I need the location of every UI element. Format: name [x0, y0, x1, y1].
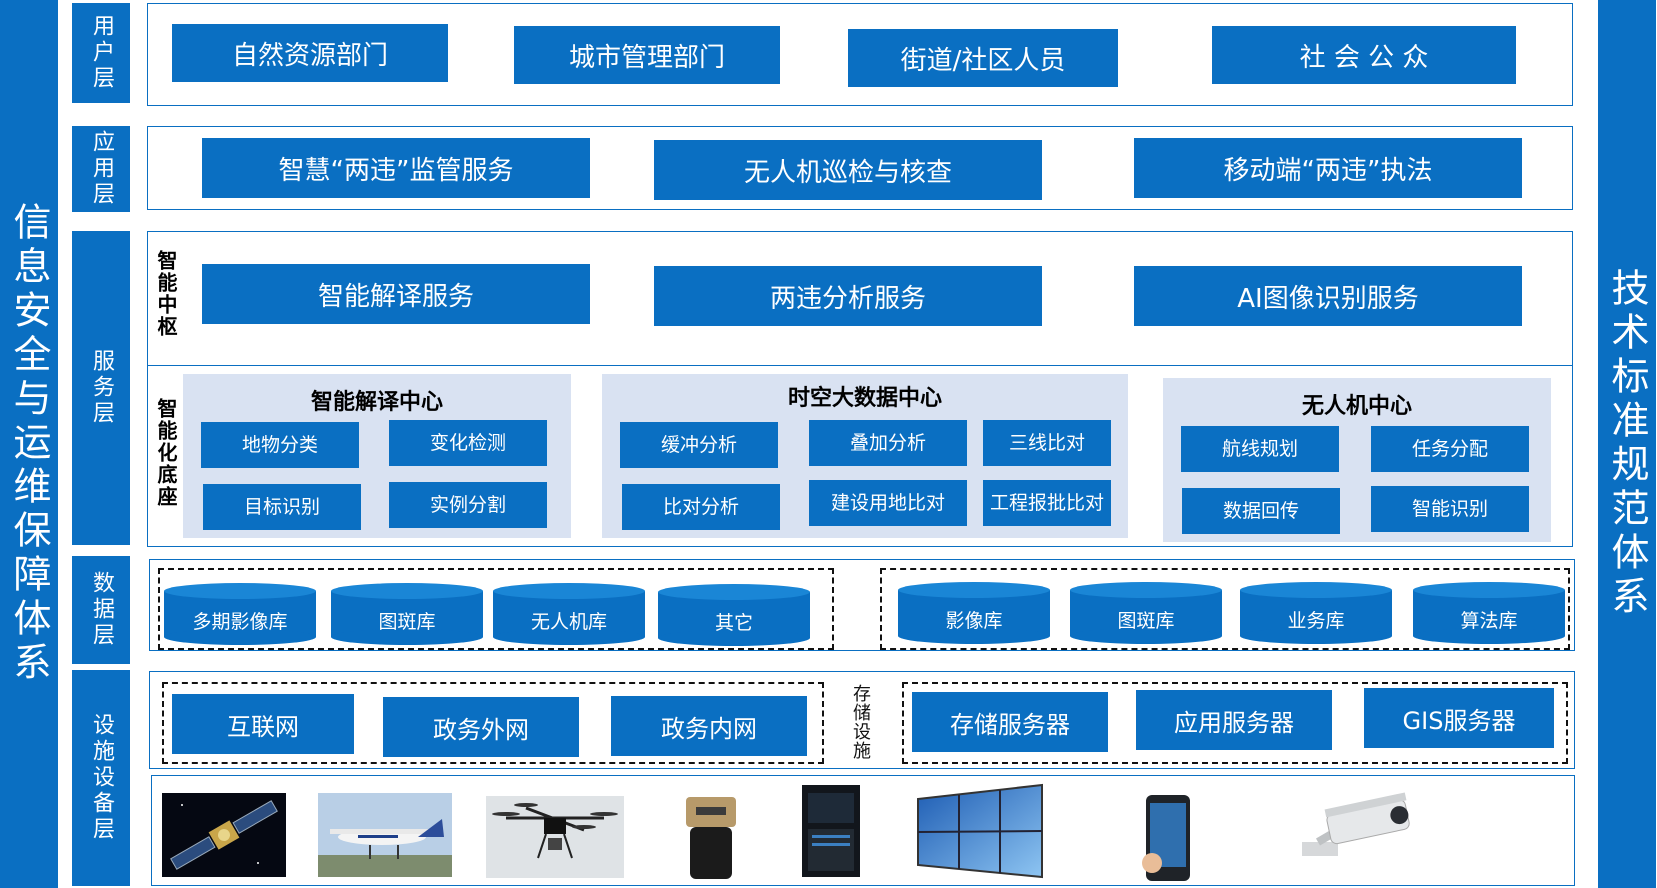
- layer-app-text: 应用层: [89, 130, 114, 208]
- center2-item: 叠加分析: [809, 420, 967, 466]
- database-label: 图斑库: [1117, 610, 1175, 632]
- drone-icon: [486, 796, 624, 878]
- data-layer-panel: 多期影像库 图斑库 无人机库 其它 影像库 图斑库 业务库 算法库: [149, 559, 1575, 651]
- layer-label-data: 数据层: [72, 556, 130, 664]
- database-label: 算法库: [1460, 610, 1518, 632]
- infra-network-panel: 互联网 政务外网 政务内网 存储服务器 应用服务器 GIS服务器: [149, 671, 1575, 769]
- database-cylinder: 图斑库: [331, 583, 483, 645]
- security-ops-label: 信息安全与运维保障体系: [7, 202, 51, 686]
- network-group: [162, 682, 824, 764]
- storage-facility-label: 存储设施: [850, 684, 871, 760]
- storage-device-icon: [800, 783, 862, 879]
- server-group: [902, 682, 1568, 764]
- interpretation-center-title: 智能解译中心: [310, 390, 443, 415]
- hub-violation-analysis: 两违分析服务: [654, 266, 1042, 326]
- app-drone-inspection: 无人机巡检与核查: [654, 140, 1042, 200]
- service-layer-panel: 智能中枢 智能解译服务 两违分析服务 AI图像识别服务 智能化底座 智能解译中心…: [147, 231, 1573, 547]
- video-wall-icon: [914, 783, 1046, 879]
- drone-center-title: 无人机中心: [1301, 394, 1412, 419]
- database-label: 业务库: [1287, 610, 1345, 632]
- center2-item: 比对分析: [622, 484, 780, 530]
- security-ops-bar: 信息安全与运维保障体系: [0, 0, 58, 888]
- interpretation-center: 智能解译中心 地物分类 变化检测 目标识别 实例分割: [183, 374, 571, 538]
- database-cylinder: 算法库: [1413, 582, 1565, 644]
- database-label: 影像库: [945, 610, 1003, 632]
- user-urban-management: 城市管理部门: [514, 26, 780, 84]
- database-label: 其它: [714, 612, 753, 634]
- drone-center: 无人机中心 航线规划 任务分配 数据回传 智能识别: [1163, 378, 1551, 542]
- database-cylinder: 影像库: [898, 582, 1050, 644]
- layer-user-text: 用户层: [89, 14, 114, 92]
- tech-standard-bar: 技术标准规范体系: [1598, 0, 1656, 888]
- hub-label: 智能中枢: [154, 250, 178, 338]
- network-gov-external: 政务外网: [383, 697, 579, 757]
- center1-item: 变化检测: [389, 420, 547, 466]
- layer-data-text: 数据层: [89, 571, 114, 649]
- center3-item: 智能识别: [1371, 486, 1529, 532]
- satellite-icon: [162, 793, 286, 877]
- app-mobile-enforcement: 移动端“两违”执法: [1134, 138, 1522, 198]
- server-gis: GIS服务器: [1364, 688, 1554, 748]
- app-layer-panel: 智慧“两违”监管服务 无人机巡检与核查 移动端“两违”执法: [147, 126, 1573, 210]
- database-label: 无人机库: [530, 611, 607, 633]
- database-cylinder: 图斑库: [1070, 582, 1222, 644]
- center2-item: 工程报批比对: [983, 480, 1111, 526]
- center2-item: 建设用地比对: [809, 480, 967, 526]
- database-label: 图斑库: [378, 611, 436, 633]
- user-public: 社 会 公 众: [1212, 26, 1516, 84]
- spatiotemporal-center: 时空大数据中心 缓冲分析 叠加分析 三线比对 比对分析 建设用地比对 工程报批比…: [602, 374, 1128, 538]
- network-gov-internal: 政务内网: [611, 696, 807, 756]
- layer-label-user: 用户层: [72, 3, 130, 103]
- network-internet: 互联网: [172, 694, 354, 754]
- camera-sensor-icon: [680, 793, 742, 883]
- aircraft-icon: [318, 793, 452, 877]
- service-divider: [148, 365, 1572, 366]
- center3-item: 数据回传: [1182, 488, 1340, 534]
- cctv-camera-icon: [1292, 792, 1412, 872]
- hub-ai-recognition: AI图像识别服务: [1134, 266, 1522, 326]
- hub-interpretation-service: 智能解译服务: [202, 264, 590, 324]
- database-cylinder: 其它: [658, 584, 810, 646]
- user-street-community: 街道/社区人员: [848, 29, 1118, 87]
- server-application: 应用服务器: [1136, 690, 1332, 750]
- center3-item: 任务分配: [1371, 426, 1529, 472]
- database-cylinder: 多期影像库: [164, 583, 316, 645]
- user-layer-panel: 自然资源部门 城市管理部门 街道/社区人员 社 会 公 众: [147, 3, 1573, 106]
- center3-item: 航线规划: [1181, 426, 1339, 472]
- database-cylinder: 业务库: [1240, 582, 1392, 644]
- app-smart-supervision: 智慧“两违”监管服务: [202, 138, 590, 198]
- database-label: 多期影像库: [192, 611, 288, 633]
- center2-item: 缓冲分析: [620, 422, 778, 468]
- center1-item: 地物分类: [201, 422, 359, 468]
- spatiotemporal-center-title: 时空大数据中心: [787, 386, 942, 411]
- center2-item: 三线比对: [983, 420, 1111, 466]
- layer-label-app: 应用层: [72, 126, 130, 212]
- data-right-group: [880, 568, 1570, 650]
- layer-label-service: 服务层: [72, 231, 130, 545]
- server-storage: 存储服务器: [912, 692, 1108, 752]
- layer-infra-text: 设施设备层: [89, 713, 114, 843]
- smartphone-icon: [1136, 793, 1202, 883]
- tech-standard-label: 技术标准规范体系: [1605, 268, 1649, 620]
- user-natural-resources: 自然资源部门: [172, 24, 448, 82]
- center1-item: 目标识别: [203, 484, 361, 530]
- data-left-group: [158, 568, 834, 650]
- center1-item: 实例分割: [389, 482, 547, 528]
- layer-label-infra: 设施设备层: [72, 670, 130, 886]
- database-cylinder: 无人机库: [493, 583, 645, 645]
- layer-service-text: 服务层: [89, 349, 114, 427]
- devices-panel: [151, 775, 1575, 886]
- base-label: 智能化底座: [154, 398, 178, 508]
